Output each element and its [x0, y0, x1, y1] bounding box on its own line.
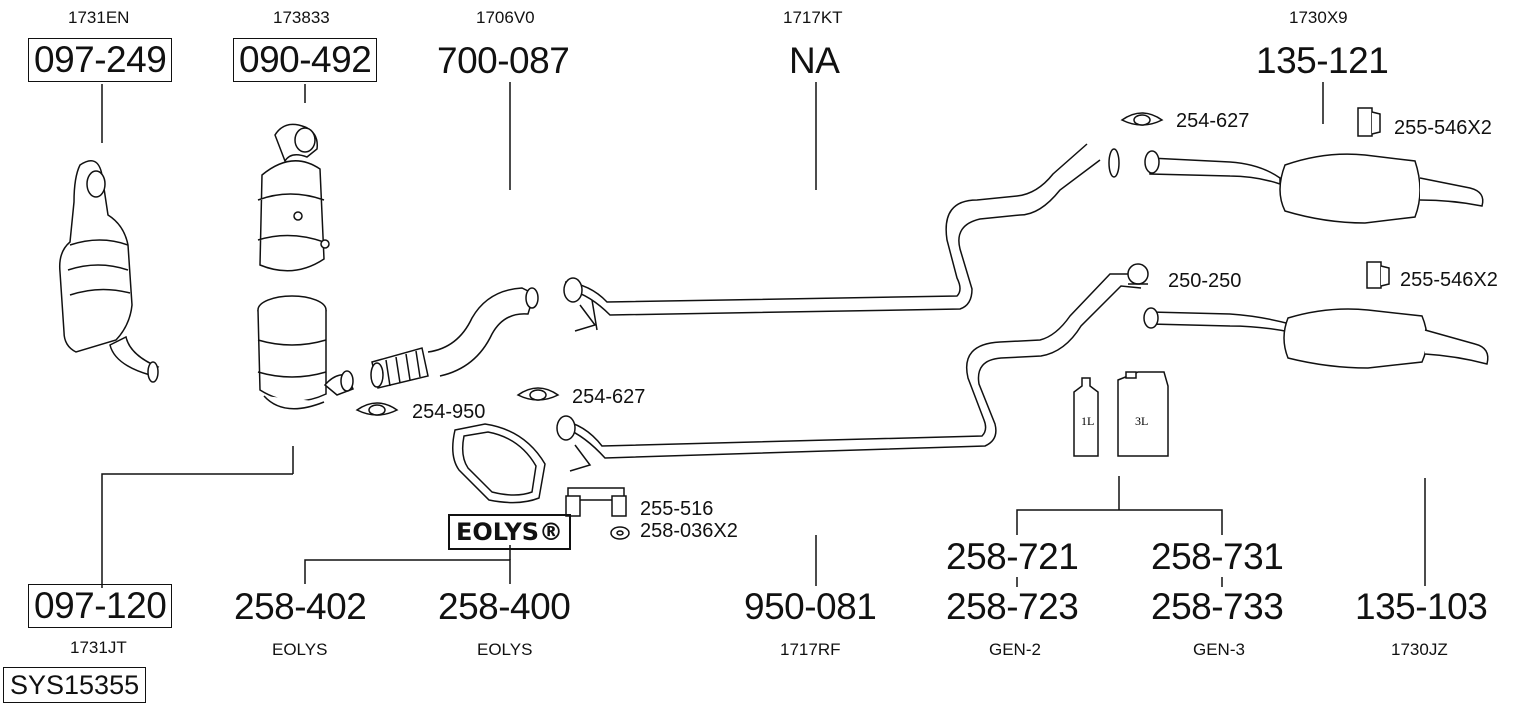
- center-pipe-lower-icon: [556, 273, 1142, 472]
- part-950-081[interactable]: 950-081: [744, 586, 877, 627]
- code-top-4: 1717KT: [783, 8, 843, 27]
- code-bottom-4: 1717RF: [780, 640, 841, 659]
- particulate-filter-icon: [257, 123, 330, 272]
- code-bottom-1: 1731JT: [70, 638, 127, 657]
- code-top-1: 1731EN: [68, 8, 130, 27]
- part-135-121[interactable]: 135-121: [1256, 40, 1389, 81]
- part-097-249[interactable]: 097-249: [28, 38, 173, 82]
- part-na[interactable]: NA: [789, 40, 840, 81]
- fitting-255-546x2-lower[interactable]: 255-546X2: [1400, 269, 1498, 291]
- part-258-402[interactable]: 258-402: [234, 586, 367, 627]
- part-258-733[interactable]: 258-733: [1151, 586, 1284, 627]
- fitting-255-516[interactable]: 255-516: [640, 498, 714, 520]
- fitting-254-627-lower[interactable]: 254-627: [572, 386, 646, 408]
- part-090-492[interactable]: 090-492: [233, 38, 378, 82]
- code-top-3: 1706V0: [476, 8, 535, 27]
- fitting-254-627-upper[interactable]: 254-627: [1176, 110, 1250, 132]
- fitting-254-950[interactable]: 254-950: [412, 401, 486, 423]
- fitting-255-546x2-upper[interactable]: 255-546X2: [1394, 117, 1492, 139]
- system-id: SYS15355: [3, 667, 147, 703]
- code-bottom-2: EOLYS: [272, 640, 328, 659]
- part-700-087[interactable]: 700-087: [437, 40, 570, 81]
- bottle-label-1: 1L: [1081, 414, 1094, 428]
- code-bottom-3: EOLYS: [477, 640, 533, 659]
- part-258-723[interactable]: 258-723: [946, 586, 1079, 627]
- rear-silencer-lower-icon: [1143, 307, 1489, 369]
- rear-silencer-upper-icon: [1144, 150, 1484, 224]
- fitting-258-036x2[interactable]: 258-036X2: [640, 520, 738, 542]
- code-bottom-6: GEN-3: [1193, 640, 1245, 659]
- clamp-icons: [355, 107, 1390, 540]
- fluid-bottles-icon: [1073, 371, 1169, 457]
- eolys-brand-label: EOLYS®: [448, 514, 572, 550]
- additive-tank-icon: [452, 423, 546, 504]
- bottle-label-2: 3L: [1135, 414, 1148, 428]
- part-097-120[interactable]: 097-120: [28, 584, 173, 628]
- part-258-731[interactable]: 258-731: [1151, 536, 1284, 577]
- code-bottom-7: 1730JZ: [1391, 640, 1448, 659]
- catalyst-icon: [58, 160, 160, 383]
- center-pipe-upper-icon: [563, 143, 1120, 332]
- fitting-250-250[interactable]: 250-250: [1168, 270, 1242, 292]
- part-258-400[interactable]: 258-400: [438, 586, 571, 627]
- part-258-721[interactable]: 258-721: [946, 536, 1079, 577]
- part-135-103[interactable]: 135-103: [1355, 586, 1488, 627]
- code-top-5: 1730X9: [1289, 8, 1348, 27]
- code-bottom-5: GEN-2: [989, 640, 1041, 659]
- front-pipe-icon: [370, 287, 539, 389]
- code-top-2: 173833: [273, 8, 330, 27]
- particulate-filter-lower-icon: [257, 295, 354, 410]
